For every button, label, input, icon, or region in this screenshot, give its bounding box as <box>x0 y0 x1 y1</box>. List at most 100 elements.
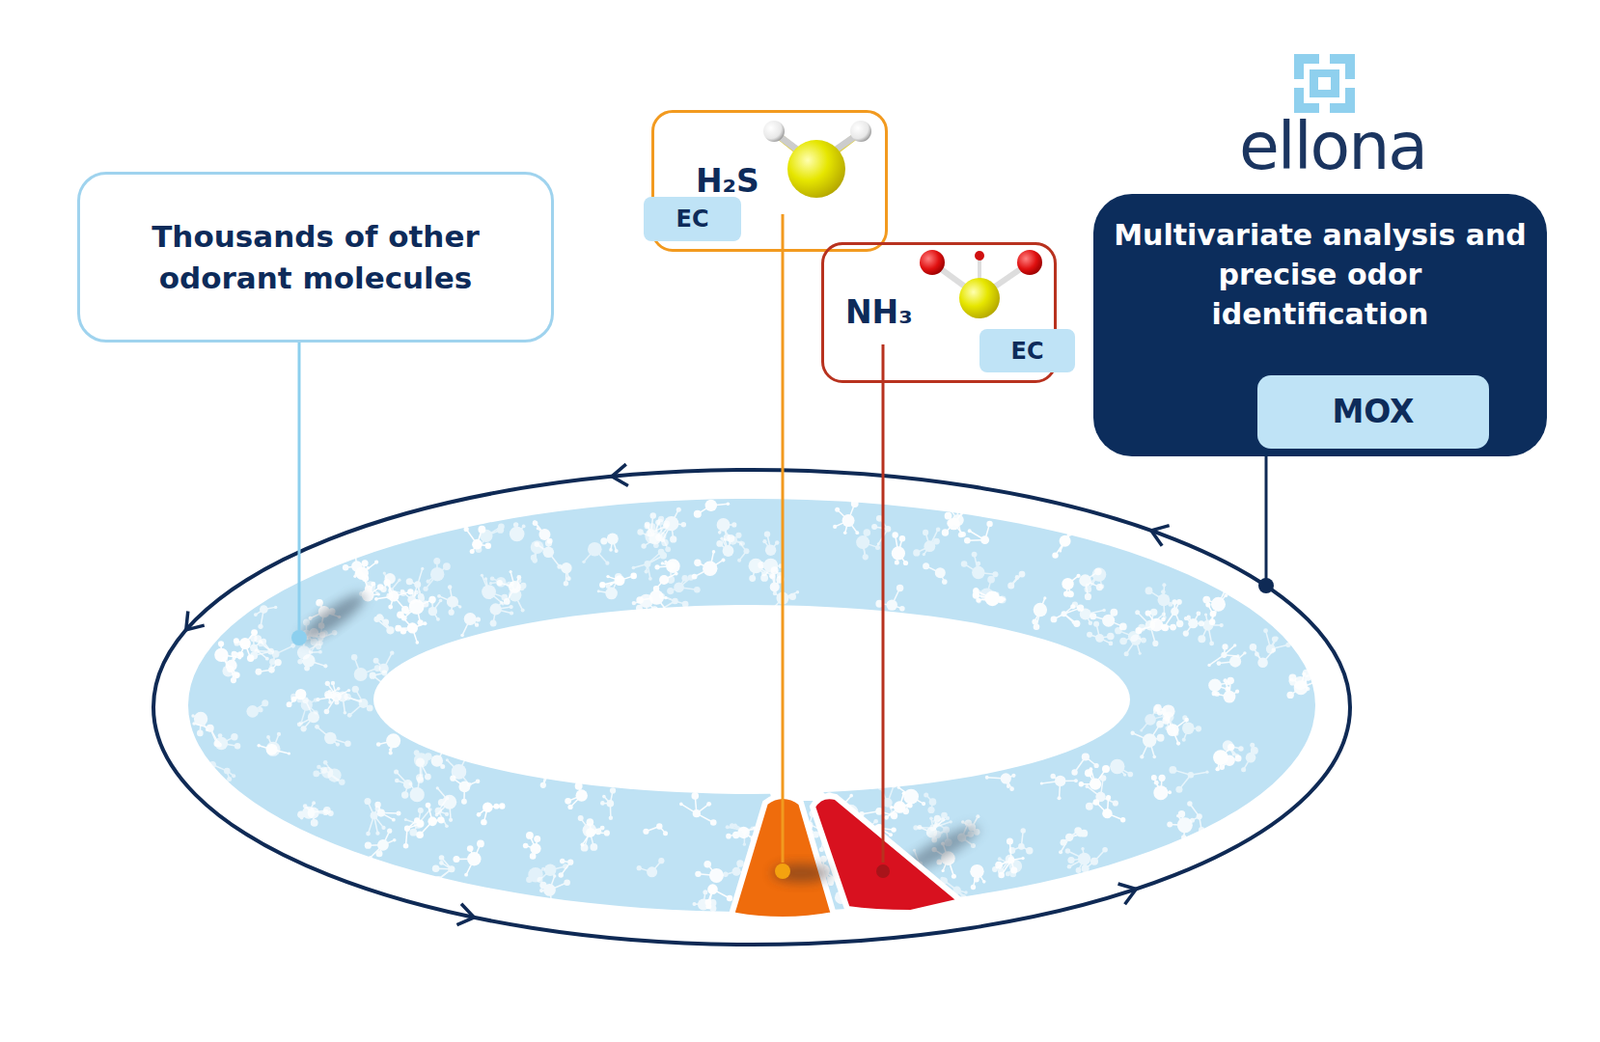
molecule-dot <box>1286 672 1315 699</box>
atom <box>447 584 452 589</box>
atom <box>902 791 907 796</box>
atom <box>416 776 424 784</box>
atom <box>994 861 1003 870</box>
atom <box>447 865 455 873</box>
atom <box>1161 704 1176 718</box>
atom <box>605 587 618 601</box>
atom <box>1208 678 1222 692</box>
atom <box>431 754 443 767</box>
atom <box>693 510 702 519</box>
atom <box>1033 603 1048 617</box>
atom <box>899 535 906 542</box>
atom <box>1088 620 1093 625</box>
atom <box>406 578 414 585</box>
atom <box>1178 810 1186 818</box>
atom <box>650 512 657 519</box>
atom <box>497 524 505 531</box>
atom <box>419 772 423 776</box>
atom <box>1254 652 1260 658</box>
atom <box>725 825 730 829</box>
atom <box>658 516 664 523</box>
atom <box>274 606 277 609</box>
atom <box>498 802 505 809</box>
atom <box>509 526 525 543</box>
atom <box>1235 689 1240 694</box>
atom <box>1112 800 1119 806</box>
molecule-dot <box>1050 604 1085 628</box>
atom <box>407 622 418 634</box>
molecule-dot <box>1212 677 1241 704</box>
atom <box>246 705 259 718</box>
atom <box>661 539 668 547</box>
atom <box>539 888 544 893</box>
atom <box>464 526 469 532</box>
atom <box>1145 620 1157 632</box>
atom <box>481 584 497 600</box>
atom <box>328 810 334 817</box>
atom <box>1198 827 1205 833</box>
atom <box>681 575 688 581</box>
atom <box>448 818 453 823</box>
atom <box>400 628 407 635</box>
molecule-dot <box>1151 774 1172 800</box>
atom <box>1075 574 1080 579</box>
atom <box>418 595 425 602</box>
atom <box>292 696 296 700</box>
atom <box>1081 864 1090 873</box>
atom <box>960 531 966 538</box>
atom <box>669 535 677 543</box>
atom <box>369 672 377 680</box>
atom <box>384 573 395 584</box>
atom <box>401 606 410 614</box>
atom <box>409 828 417 837</box>
atom <box>1134 609 1140 615</box>
molecule-dot <box>1166 810 1193 841</box>
atom <box>1181 834 1187 840</box>
atom <box>489 581 493 585</box>
atom <box>433 557 441 565</box>
molecule-dot <box>728 532 745 547</box>
atom <box>439 855 445 861</box>
atom <box>392 838 397 843</box>
atom <box>1182 722 1195 736</box>
molecule-dot <box>564 782 588 810</box>
atom <box>1144 714 1157 726</box>
atom <box>256 744 261 748</box>
molecule-dot <box>655 507 687 544</box>
atom <box>716 540 723 548</box>
molecule-dot <box>1202 587 1228 611</box>
atom <box>614 575 626 586</box>
molecule-dot <box>891 531 909 566</box>
atom <box>230 733 238 741</box>
atom <box>312 771 320 778</box>
atom <box>1286 691 1294 699</box>
atom <box>324 690 332 699</box>
atom <box>722 545 735 557</box>
atom <box>729 823 735 828</box>
atom <box>1209 619 1215 626</box>
atom <box>702 889 708 895</box>
atom <box>476 840 485 849</box>
atom <box>316 765 321 770</box>
atom <box>1285 642 1291 648</box>
atom <box>894 560 900 566</box>
atom <box>1088 767 1093 772</box>
atom <box>560 562 572 574</box>
atom <box>521 608 525 613</box>
atom <box>890 827 896 832</box>
molecule-dot <box>314 724 352 747</box>
atom <box>1176 741 1181 745</box>
molecule-dot <box>428 599 443 622</box>
atom <box>395 811 401 817</box>
atom <box>964 890 967 894</box>
atom <box>436 786 440 790</box>
atom <box>237 651 245 659</box>
atom <box>648 577 653 581</box>
molecule-dot <box>1249 643 1276 668</box>
atom <box>736 859 744 867</box>
atom <box>389 650 394 655</box>
atom <box>735 532 742 539</box>
atom <box>763 558 778 574</box>
molecule-dot <box>997 856 1022 878</box>
atom <box>720 557 725 562</box>
